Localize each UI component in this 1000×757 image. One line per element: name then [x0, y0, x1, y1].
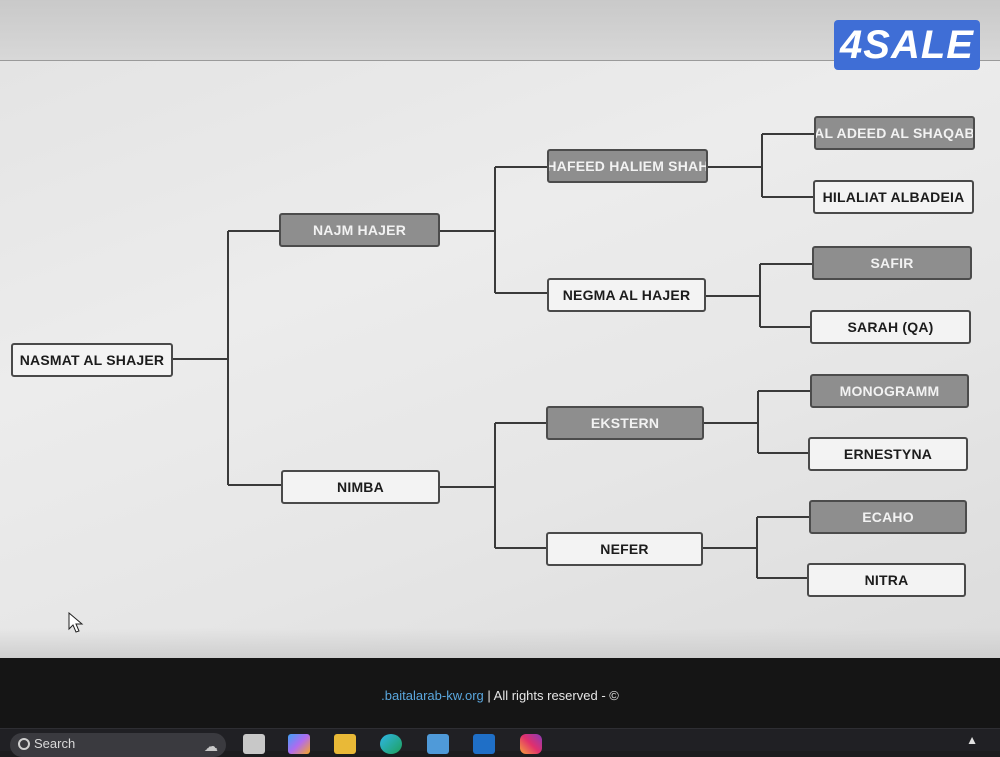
edge-browser-icon[interactable] [380, 734, 402, 754]
copilot-icon[interactable] [288, 734, 310, 754]
watermark-logo: 4SALE [834, 20, 980, 70]
footer-site-link[interactable]: .baitalarab-kw.org [381, 688, 484, 703]
pedigree-node-dam-sire-sire[interactable]: MONOGRAMM [810, 374, 969, 408]
weather-cloud-icon: ☁ [204, 738, 218, 754]
taskbar-search-placeholder: Search [34, 736, 76, 751]
connector-root [172, 230, 282, 486]
chevron-up-icon[interactable]: ▲ [966, 733, 978, 747]
pedigree-node-dam-dam-dam[interactable]: NITRA [807, 563, 966, 597]
task-view-icon[interactable] [243, 734, 265, 754]
notepad-icon[interactable] [427, 734, 449, 754]
monitor-bezel-top [0, 0, 1000, 61]
pedigree-node-dam-dam[interactable]: NEFER [546, 532, 703, 566]
taskbar-search[interactable]: Search ☁ [10, 733, 226, 757]
connector-dam-dam [703, 516, 810, 579]
connector-sire-sire [707, 133, 815, 198]
pedigree-node-sire-sire-dam[interactable]: HILALIAT ALBADEIA [813, 180, 974, 214]
mouse-cursor-icon [68, 612, 84, 633]
search-icon [18, 738, 30, 750]
pedigree-connectors [172, 133, 815, 579]
site-footer: .baitalarab-kw.org | All rights reserved… [0, 658, 1000, 728]
taskbar: Search ☁ ▲ [0, 728, 1000, 757]
pedigree-node-root[interactable]: NASMAT AL SHAJER [11, 343, 173, 377]
pedigree-node-sire-dam-sire[interactable]: SAFIR [812, 246, 972, 280]
footer-rights-text: | All rights reserved - © [483, 688, 619, 703]
pedigree-node-dam-dam-sire[interactable]: ECAHO [809, 500, 967, 534]
screen-bottom-band [0, 628, 1000, 658]
connector-sire-dam [705, 263, 813, 328]
pedigree-node-sire[interactable]: NAJM HAJER [279, 213, 440, 247]
pedigree-node-sire-sire[interactable]: HAFEED HALIEM SHAH [547, 149, 708, 183]
pedigree-node-dam-sire[interactable]: EKSTERN [546, 406, 704, 440]
pedigree-node-sire-dam-dam[interactable]: SARAH (QA) [810, 310, 971, 344]
footer-copyright: .baitalarab-kw.org | All rights reserved… [0, 688, 1000, 703]
pedigree-node-dam[interactable]: NIMBA [281, 470, 440, 504]
pedigree-node-dam-sire-dam[interactable]: ERNESTYNA [808, 437, 968, 471]
outlook-icon[interactable] [473, 734, 495, 754]
pedigree-screen: NASMAT AL SHAJER NAJM HAJER NIMBA HAFEED… [0, 61, 1000, 658]
instagram-icon[interactable] [520, 734, 542, 754]
connector-dam-sire [704, 390, 811, 454]
connector-sire [440, 166, 548, 294]
file-explorer-icon[interactable] [334, 734, 356, 754]
connector-dam [440, 422, 547, 549]
pedigree-node-sire-sire-sire[interactable]: AL ADEED AL SHAQAB [814, 116, 975, 150]
pedigree-node-sire-dam[interactable]: NEGMA AL HAJER [547, 278, 706, 312]
